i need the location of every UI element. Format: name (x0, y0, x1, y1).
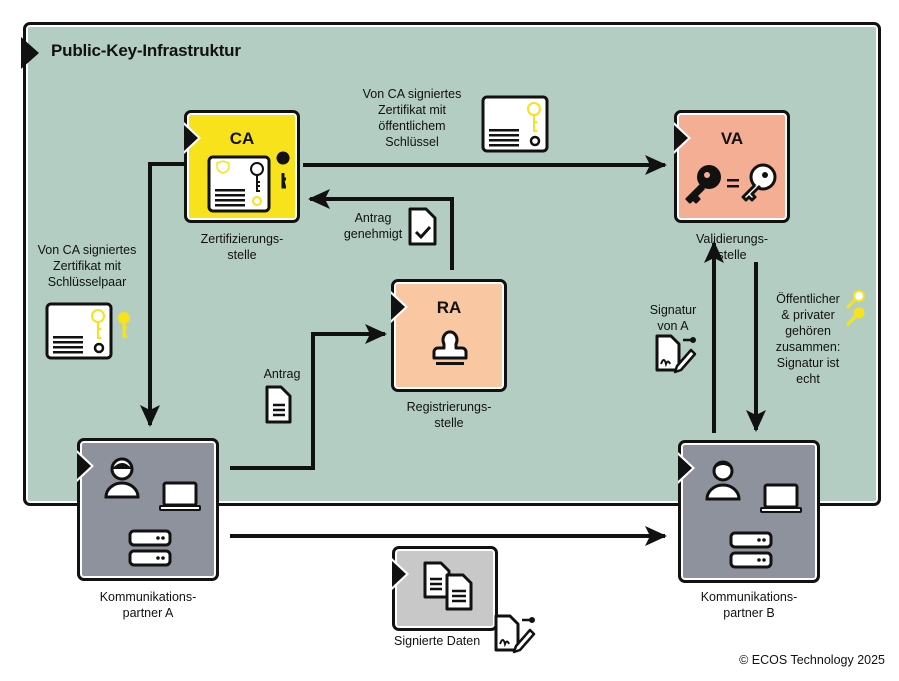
ra-caption: Registrierungs- stelle (406, 400, 492, 430)
va-caption: Validierungs- stelle (695, 232, 769, 262)
partner-b-devices (705, 460, 802, 569)
label-signature-valid: Öffentlicher & privater gehören zusammen… (775, 292, 841, 386)
ra-flag-marker (391, 294, 405, 320)
partner-a-devices (104, 457, 201, 567)
label-request-approved: Antrag genehmigt (343, 211, 403, 241)
ra-node[interactable]: RA (391, 279, 507, 392)
pki-title: Public-Key-Infrastruktur (51, 41, 241, 60)
public-key-icon (741, 163, 777, 202)
stamp-icon (432, 330, 468, 365)
signed-data-caption: Signierte Daten (394, 634, 481, 648)
public-key-certificate-icon (481, 95, 549, 153)
public-key-icon (845, 290, 865, 310)
partner-b-flag-marker (678, 455, 692, 481)
certificate-icon (207, 151, 290, 213)
copyright: © ECOS Technology 2025 (739, 653, 885, 667)
ca-flag-marker (184, 125, 198, 151)
yellow-keys-icon (845, 290, 865, 327)
arrow-ra-to-ca (308, 189, 454, 270)
signed-document-icon (494, 614, 536, 654)
partner-a-caption: Kommunikations- partner A (99, 590, 197, 620)
laptop-icon (760, 483, 802, 513)
partner-a-node[interactable] (77, 438, 219, 581)
va-node[interactable]: VA (674, 110, 790, 223)
ra-title: RA (436, 298, 462, 317)
laptop-icon (159, 481, 201, 511)
server-icon (128, 529, 172, 567)
partner-b-caption: Kommunikations- partner B (700, 590, 798, 620)
approved-document-icon (408, 207, 437, 246)
va-flag-marker (674, 125, 688, 151)
server-icon (729, 531, 773, 569)
ca-title: CA (229, 129, 255, 148)
signed-data-flag-marker (392, 561, 406, 587)
label-ca-to-va: Von CA signiertes Zertifikat mit öffentl… (362, 87, 462, 149)
key-pair-icon (685, 163, 777, 204)
label-request: Antrag (263, 367, 301, 381)
request-document-icon (265, 385, 292, 424)
user-female-icon (104, 457, 140, 499)
key-pair-certificate-icon (45, 302, 130, 360)
private-key-icon (685, 165, 721, 204)
arrow-partner-a-to-ra (230, 324, 387, 470)
ca-node[interactable]: CA (184, 110, 300, 223)
label-ca-to-partner-a: Von CA signiertes Zertifikat mit Schlüss… (37, 243, 137, 289)
pki-flag-marker (21, 37, 39, 69)
signed-data-node[interactable] (392, 546, 498, 631)
ca-caption: Zertifizierungs- stelle (200, 232, 284, 262)
arrow-ca-to-partner-a (140, 162, 184, 427)
label-signature: Signatur von A (649, 303, 697, 333)
partner-a-flag-marker (77, 453, 91, 479)
documents-icon (423, 561, 473, 611)
user-male-icon (705, 460, 741, 501)
signature-icon (655, 334, 697, 374)
va-title: VA (720, 129, 744, 148)
partner-b-node[interactable] (678, 440, 820, 583)
private-key-icon (845, 307, 865, 327)
